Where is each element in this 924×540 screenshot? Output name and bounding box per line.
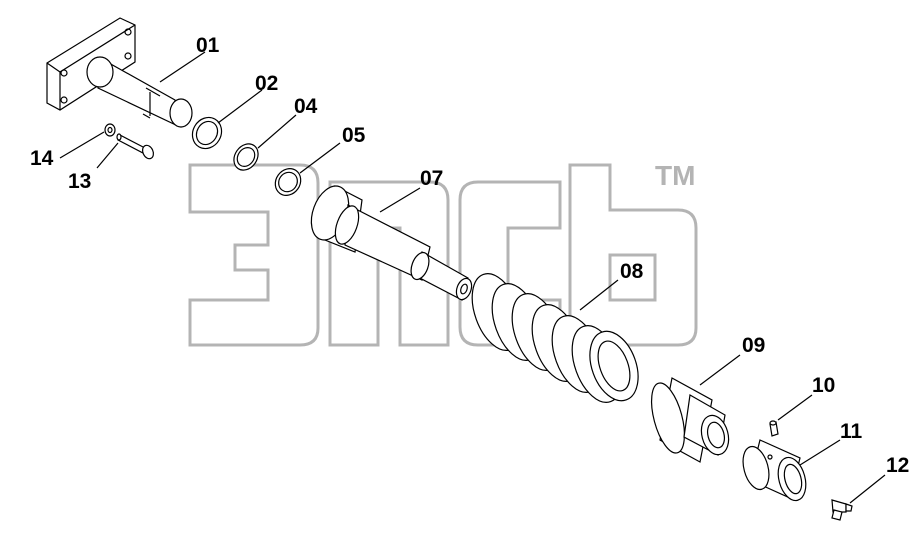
watermark-letter-1 [188,163,320,347]
leader-14 [59,131,105,159]
label-11: 11 [840,420,863,443]
label-09: 09 [742,334,765,357]
label-08: 08 [620,260,644,283]
leader-10 [777,394,813,421]
part-05-o-ring [274,168,302,196]
part-04-o-ring [233,143,259,171]
leader-05 [299,142,341,174]
leader-02 [217,89,263,124]
leader-04 [257,114,297,149]
part-09-flanged-bushing [650,377,730,463]
part-12-grease-nipple [831,499,853,521]
leader-07 [379,187,421,213]
label-04: 04 [294,95,318,118]
label-07: 07 [420,167,443,190]
leader-09 [699,354,741,386]
label-01: 01 [196,34,220,57]
label-02: 02 [255,72,278,95]
part-14-washer [104,123,116,137]
leader-08 [579,279,619,311]
part-02-o-ring [191,116,223,150]
leader-lines [59,51,886,504]
part-11-collar [742,439,807,502]
part-10-grease-fitting [769,420,779,437]
part-07-stepped-rod [310,185,473,301]
part-08-coil-spring [471,273,639,403]
watermark-trademark: TM [655,160,695,191]
label-12: 12 [886,454,909,477]
label-05: 05 [342,124,366,147]
leader-11 [799,439,841,466]
part-labels: 01 02 04 05 07 08 09 10 11 12 13 14 [30,34,909,477]
label-14: 14 [30,147,54,170]
leader-12 [849,474,886,504]
watermark-letter-4 [568,163,698,347]
part-01-flanged-pin [46,17,193,128]
leader-13 [96,142,119,169]
part-13-bolt [116,133,155,160]
label-10: 10 [812,374,835,397]
leader-01 [159,51,206,83]
label-13: 13 [68,170,91,193]
